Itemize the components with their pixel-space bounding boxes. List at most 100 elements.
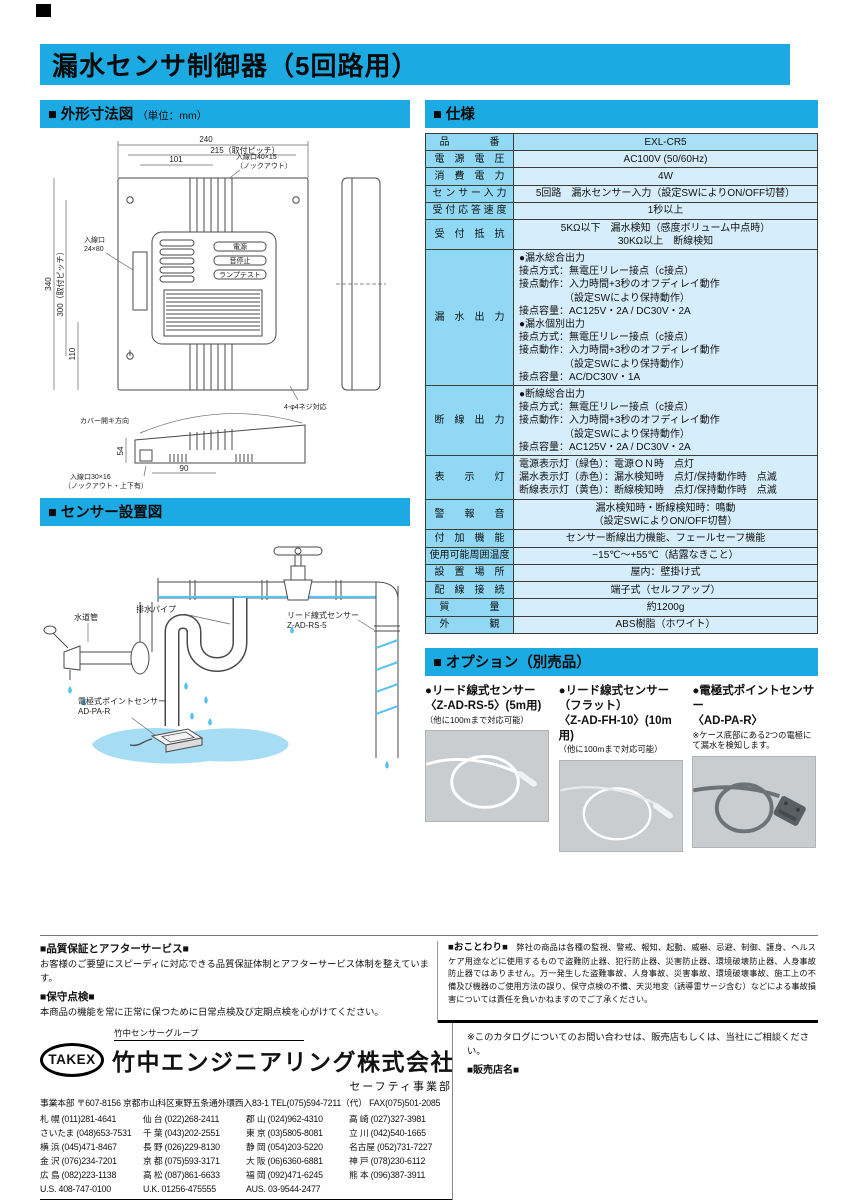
spec-value: EXL-CR5 <box>514 134 817 151</box>
dim-101: 101 <box>169 155 183 164</box>
spec-row: 使用可能周囲温度 −15℃〜+55℃（結露なきこと） <box>426 547 817 565</box>
branch-phone: 札 幌 (011)281-4641 <box>40 1113 117 1124</box>
spec-label: 電 源 電 圧 <box>426 151 514 168</box>
branch-phone: さいたま (048)653-7531 <box>40 1127 132 1138</box>
spec-label: 消 費 電 力 <box>426 168 514 185</box>
spec-value: 5KΩ以下 漏水検知（感度ボリューム中点時） 30KΩ以上 断線検知 <box>514 220 817 250</box>
side-view <box>336 177 386 391</box>
valve <box>273 546 323 601</box>
branch-phone: U.S. 408-747-0100 <box>40 1183 111 1194</box>
section-header-options: ■ オプション（別売品） <box>425 647 818 676</box>
company-head-office: 事業本部 〒607-8156 京都市山科区東野五条通外環西入83-1 TEL(0… <box>40 1097 441 1108</box>
spec-label: セ ン サ ー 入 力 <box>426 185 514 202</box>
dimensions-title: ■ 外形寸法図 <box>48 107 134 123</box>
branch-phone: 京 都 (075)593-3171 <box>143 1155 220 1166</box>
option-card-lead-sensor: ●リード線式センサー 〈Z-AD-RS-5〉(5m用) （他に100mまで対応可… <box>425 684 551 858</box>
branch-phone: AUS. 03-9544-2477 <box>246 1183 321 1194</box>
spec-value: 屋内：壁掛け式 <box>514 564 817 582</box>
branch-phone: U.K. 01256-475555 <box>143 1183 216 1194</box>
spec-row: 漏 水 出 力 ●漏水総合出力 接点方式：無電圧リレー接点（c接点） 接点動作：… <box>426 250 817 387</box>
speaker-grill <box>163 289 263 337</box>
water-pipe-label: 水道管 <box>74 612 98 622</box>
branch-phone: 高 崎 (027)327-3981 <box>349 1113 426 1124</box>
spec-value: 電源表示灯（緑色）：電源ＯＮ時 点灯 漏水表示灯（赤色）：漏水検知時 点灯/保持… <box>514 456 817 500</box>
front-view: 電源 音停止 ランプテスト <box>117 177 309 391</box>
notes-row: ■品質保証とアフターサービス■ お客様のご要望にスピーディに対応できる品質保証体… <box>40 935 818 1023</box>
branch-phone: 神 戸 (078)230-6112 <box>349 1155 426 1166</box>
section-header-spec: ■ 仕様 <box>425 100 818 128</box>
spec-label: 断 線 出 力 <box>426 386 514 456</box>
drain-trap <box>164 598 248 726</box>
lead-sensor-model-label: Z-AD-RS-5 <box>287 621 327 630</box>
panel-buttons: 電源 音停止 ランプテスト <box>213 241 267 280</box>
section-header-dimensions: ■ 外形寸法図 （単位：mm） <box>40 100 410 128</box>
options-title: ■ オプション（別売品） <box>433 654 591 671</box>
notice-block: ■おことわり■ 弊社の商品は各種の監視、警戒、報知、起動、威嚇、忌避、制御、護身… <box>438 941 818 1023</box>
spec-row: 配 線 接 続 端子式（セルフアップ） <box>426 582 817 600</box>
spec-label: 使用可能周囲温度 <box>426 547 514 564</box>
page-title: 漏水センサ制御器（5回路用） <box>40 44 790 85</box>
screw-note: 4-φ4ネジ対応 <box>284 402 327 411</box>
spec-label: 表 示 灯 <box>426 456 514 500</box>
branch-phone: 福 岡 (092)471-6245 <box>246 1169 323 1180</box>
point-sensor-model-label: AD-PA-R <box>78 707 111 716</box>
inlet-bottom-label-2: （ノックアウト・上下有） <box>64 481 148 490</box>
branch-phone: 横 浜 (045)471-8467 <box>40 1141 117 1152</box>
spec-value: 漏水検知時・断線検知時：鳴動 （設定SWによりON/OFF切替） <box>514 500 817 530</box>
spec-label: 受 付 抵 抗 <box>426 220 514 250</box>
page-corner-mark <box>36 4 51 17</box>
inlet-bottom-label-1: 入線口30×16 <box>70 472 111 481</box>
spec-row: セ ン サ ー 入 力 5回路 漏水センサー入力（設定SWによりON/OFF切替… <box>426 185 817 203</box>
company-group: 竹中センサーグループ <box>114 1027 304 1041</box>
branch-phone: 仙 台 (022)268-2411 <box>143 1113 220 1124</box>
lead-sensor-label: リード線式センサー <box>287 610 359 620</box>
spec-row: 品 番 EXL-CR5 <box>426 134 817 152</box>
spec-row: 外 観 ABS樹脂（ホワイト） <box>426 616 817 633</box>
dim-90: 90 <box>180 464 189 473</box>
option-note: （他に100mまで対応可能） <box>558 744 663 755</box>
branch-phone: 大 阪 (06)6360-6881 <box>246 1155 323 1166</box>
spec-value: 5回路 漏水センサー入力（設定SWによりON/OFF切替） <box>514 185 817 202</box>
branch-phone: 東 京 (03)5805-8081 <box>246 1127 323 1138</box>
spec-title: ■ 仕様 <box>433 107 475 123</box>
takex-logo: TAKEX <box>40 1042 104 1077</box>
dim-340: 340 <box>44 277 53 291</box>
branch-phone: 郡 山 (024)962-4310 <box>246 1113 323 1124</box>
spec-label: 質 量 <box>426 599 514 616</box>
option-photo-coil <box>425 730 549 823</box>
spec-value: 4W <box>514 168 817 185</box>
spec-row: 受 付 抵 抗 5KΩ以下 漏水検知（感度ボリューム中点時） 30KΩ以上 断線… <box>426 220 817 251</box>
branch-phone: 広 島 (082)223-1138 <box>40 1169 117 1180</box>
company-name: 竹中エンジニアリング株式会社 <box>112 1048 455 1075</box>
dealer-block: ※このカタログについてのお問い合わせは、販売店もしくは、当社にご相談ください。 … <box>452 1022 818 1200</box>
maintenance-text: 本商品の機能を常に正常に保つために日常点検及び定期点検を心がけてください。 <box>40 1006 384 1017</box>
option-note: ※ケース底部にある2つの電極にて漏水を検知します。 <box>692 729 812 751</box>
dim-300: 300（取付ピッチ） <box>55 247 65 316</box>
spec-value: 端子式（セルフアップ） <box>514 582 817 599</box>
branch-phone: 名古屋 (052)731-7227 <box>349 1141 433 1152</box>
vertical-pipe-with-sensor <box>374 581 400 769</box>
notice-body: 弊社の商品は各種の監視、警戒、報知、起動、威嚇、忌避、制御、護身、ヘルスケア用途… <box>448 943 816 1004</box>
spec-row: 断 線 出 力 ●断線総合出力 接点方式：無電圧リレー接点（c接点） 接点動作：… <box>426 386 817 457</box>
dim-215: 215（取付ピッチ） <box>210 145 279 155</box>
inlet-top-label-2: （ノックアウト） <box>236 162 292 170</box>
spec-row: 電 源 電 圧 AC100V (50/60Hz) <box>426 151 817 169</box>
spec-row: 設 置 場 所 屋内：壁掛け式 <box>426 564 817 583</box>
dim-lines-left: 340 300（取付ピッチ） 110 <box>44 178 79 390</box>
dimension-drawing: 240 215（取付ピッチ） 101 入線口40×15 （ノックアウト） <box>44 135 386 490</box>
spec-row: 受 付 応 答 速 度 1秒以上 <box>426 202 817 221</box>
branch-phone: 高 松 (087)861-6633 <box>143 1169 220 1180</box>
company-row: 竹中センサーグループ TAKEX 竹中エンジニアリング株式会社 セーフティ事業部… <box>40 1022 818 1200</box>
right-column: ■ 仕様 品 番 EXL-CR5 電 源 電 圧 AC100V (50/60Hz… <box>425 100 818 857</box>
circuit-indicator-pills <box>159 239 195 283</box>
branch-phone: 金 沢 (076)234-7201 <box>40 1155 117 1166</box>
quality-title: ■品質保証とアフターサービス■ <box>40 943 189 955</box>
panel-lamptest-label: ランプテスト <box>219 271 261 279</box>
spec-label: 受 付 応 答 速 度 <box>426 202 514 220</box>
dim-54: 54 <box>116 446 125 455</box>
company-block: 竹中センサーグループ TAKEX 竹中エンジニアリング株式会社 セーフティ事業部… <box>40 1023 455 1200</box>
inlet-left-label-1: 入線口 <box>84 235 105 244</box>
spec-row: 質 量 約1200g <box>426 599 817 617</box>
branch-phone: 静 岡 (054)203-5220 <box>246 1141 323 1152</box>
